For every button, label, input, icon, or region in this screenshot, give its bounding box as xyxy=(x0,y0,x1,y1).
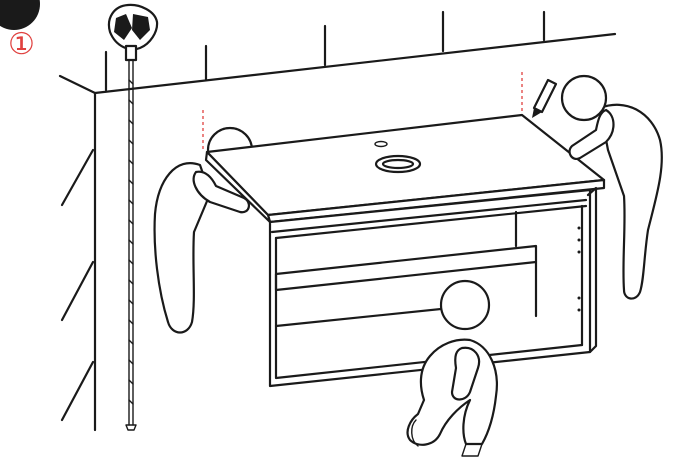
left-wall xyxy=(62,93,95,430)
step-badge xyxy=(0,0,40,30)
step-number: ① xyxy=(8,28,35,62)
pencil-icon xyxy=(532,80,556,118)
vanity-cabinet xyxy=(206,115,604,386)
laser-level-icon xyxy=(109,5,157,430)
